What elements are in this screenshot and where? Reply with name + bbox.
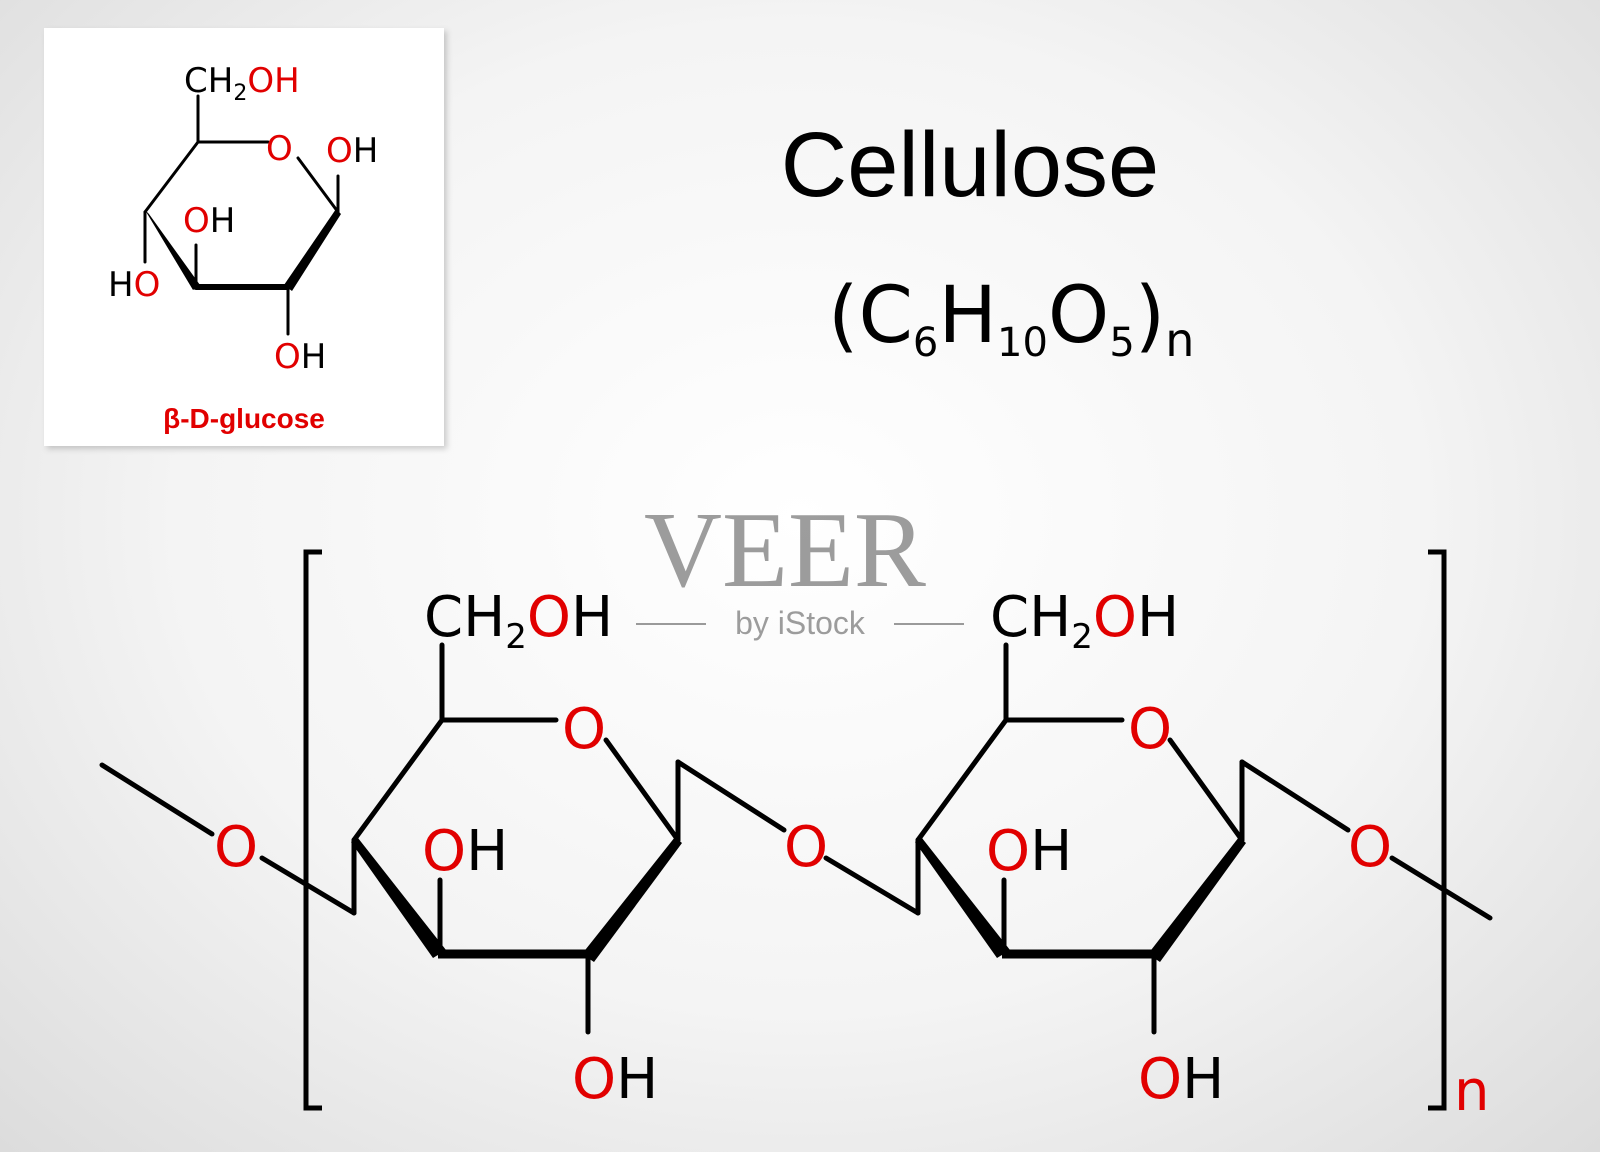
page-title: Cellulose [781, 114, 1159, 216]
glucose-inset-panel: CH2OH O OH OH HO OH β-D-glucose [44, 28, 444, 446]
inset-ring-oxygen: O [266, 129, 293, 169]
ch2oh-group-2: CH2OH [990, 585, 1179, 657]
c3-hydroxyl-2: OH [986, 819, 1072, 884]
linkage-oxygen-left: O [214, 815, 258, 880]
molecular-formula: (C6H10O5)n [828, 271, 1194, 367]
left-bracket [303, 549, 322, 1111]
c3-hydroxyl-1: OH [422, 819, 508, 884]
watermark-brand: VEER [644, 491, 926, 610]
glucose-unit-2 [823, 642, 1493, 1035]
repeat-brackets: n [303, 549, 1490, 1124]
ring-oxygen-2: O [1128, 697, 1172, 762]
inset-caption: β-D-glucose [163, 403, 325, 434]
polymer-atom-labels: O O O O O CH2OH CH2OH OH OH OH OH [214, 585, 1392, 1112]
linkage-oxygen-middle: O [784, 815, 828, 880]
c2-hydroxyl-1: OH [572, 1047, 658, 1112]
watermark: VEER by iStock [636, 491, 964, 641]
ring-oxygen-1: O [562, 697, 606, 762]
inset-ring-bonds [143, 94, 341, 336]
right-bracket [1428, 549, 1447, 1111]
linkage-oxygen-right: O [1348, 815, 1392, 880]
inset-ch2-label: CH2OH [184, 61, 300, 106]
watermark-sub: by iStock [735, 605, 866, 641]
ch2oh-group-1: CH2OH [424, 585, 613, 657]
inset-anomeric-oh: OH [326, 131, 378, 171]
repeat-count-n: n [1454, 1059, 1490, 1124]
inset-c4-ho: HO [108, 265, 160, 305]
c2-hydroxyl-2: OH [1138, 1047, 1224, 1112]
glucose-unit-1 [99, 642, 787, 1035]
inset-background [44, 28, 444, 446]
inset-c2-oh: OH [274, 337, 326, 377]
inset-c3-oh: OH [183, 201, 235, 241]
